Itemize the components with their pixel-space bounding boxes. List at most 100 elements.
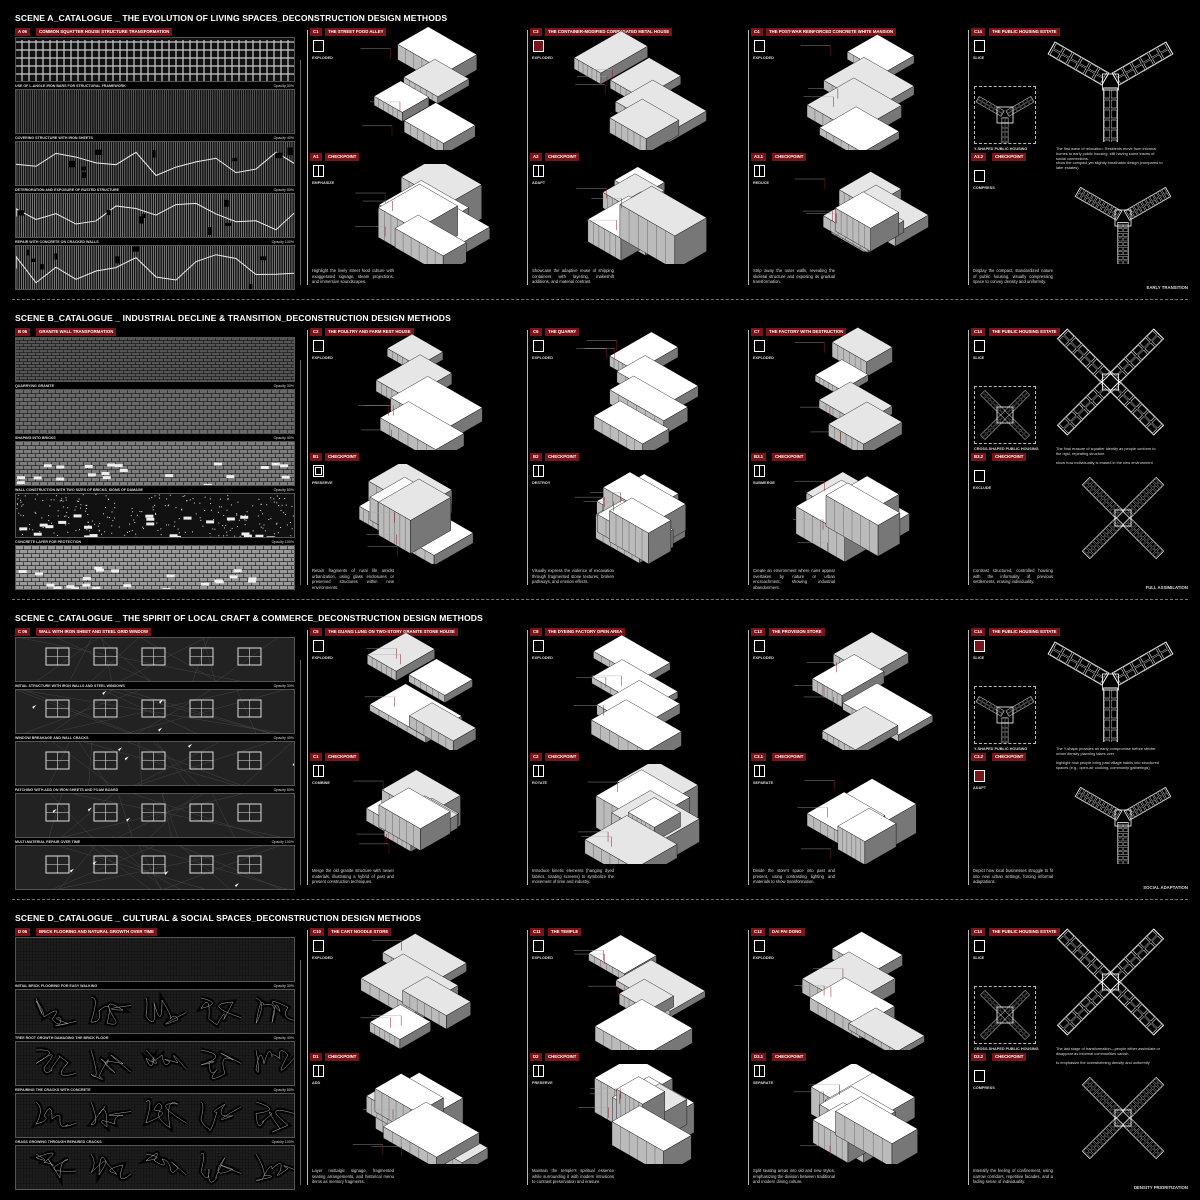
material-strip (15, 637, 295, 682)
exploded-icon (313, 165, 324, 177)
method-label: EXPLODED (312, 956, 333, 960)
housing-wing (979, 1014, 1006, 1041)
building-title: THE QUARRY (545, 328, 580, 336)
column-divider (527, 30, 528, 285)
material-strip (15, 193, 295, 238)
column-divider (307, 630, 308, 885)
combine-icon (313, 765, 324, 777)
housing-wing (1004, 414, 1031, 441)
checkpoint-code: D3.2 (971, 1053, 987, 1061)
housing-wing (1081, 516, 1125, 560)
housing-wing (1056, 928, 1112, 984)
exploded-axonometric-drawing (794, 931, 925, 1050)
scene-title: SCENE D_CATALOGUE _ CULTURAL & SOCIAL SP… (15, 913, 422, 923)
strip-label: DETERIORATION AND EXPOSURE OF RUSTED STR… (15, 188, 120, 192)
plan-drawing (979, 389, 1031, 441)
checkpoint-title: CHECKPOINT (545, 1053, 580, 1061)
checkpoint-title: CHECKPOINT (772, 753, 807, 761)
housing-slice-drawing (1056, 928, 1165, 1036)
housing-wing (1081, 476, 1125, 520)
housing-wing (1004, 389, 1031, 416)
housing-wing (1056, 380, 1112, 436)
method-label: ROTATE (532, 781, 548, 785)
compress-icon (974, 770, 985, 782)
material-strip (15, 493, 295, 538)
method-description: Intensify the feeling of confinement, us… (973, 1168, 1053, 1185)
method-label: ADD (312, 1081, 321, 1085)
checkpoint-code: C1 (310, 753, 322, 761)
housing-wing (1047, 41, 1110, 86)
method-label: REDUCE (753, 181, 770, 185)
method-label: SLICE (973, 56, 985, 60)
method-label: PRESERVE (312, 481, 333, 485)
method-label: EXPLODED (532, 56, 553, 60)
building-title: THE TEMPLE (548, 928, 582, 936)
exploded-icon (754, 340, 765, 352)
housing-wing (975, 96, 1005, 117)
housing-checkpoint-drawing (1081, 1076, 1165, 1160)
add-icon (313, 1065, 324, 1077)
method-label: EMPHASIZE (312, 181, 335, 185)
method-label: DESTROY (532, 481, 551, 485)
material-study-title: WALL WITH IRON SHEET AND STEEL GRID WIND… (36, 628, 152, 636)
strip-opacity: Opacity 50% (273, 1088, 294, 1092)
texture-pattern (16, 938, 294, 981)
strip-opacity: Opacity 100% (271, 540, 294, 544)
texture-pattern (16, 990, 294, 1033)
method-label: ADAPT (532, 181, 546, 185)
method-description: Contrast structured, controlled housing … (973, 568, 1053, 585)
checkpoint-title: CHECKPOINT (325, 453, 360, 461)
housing-checkpoint-drawing (1081, 476, 1165, 560)
building-code: C5 (310, 628, 322, 636)
strip-opacity: Opacity 30% (273, 84, 294, 88)
housing-wing (1056, 980, 1112, 1036)
method-description: Showcase the adaptive reuse of shipping … (532, 268, 614, 285)
exploded-icon (533, 340, 544, 352)
exploded-axonometric-drawing (573, 30, 707, 150)
column-divider (748, 630, 749, 885)
building-title: THE CART NOODLE STORE (328, 928, 392, 936)
building-title: THE POST-WAR REINFORCED CONCRETE WHITE M… (766, 28, 897, 36)
checkpoint-title: CHECKPOINT (772, 453, 807, 461)
compress-icon (974, 470, 985, 482)
material-strip (15, 37, 295, 82)
exploded-icon (533, 640, 544, 652)
strip-opacity: Opacity 40% (273, 736, 294, 740)
column-divider (527, 330, 528, 585)
checkpoint-title: CHECKPOINT (545, 153, 580, 161)
building-code: C7 (751, 328, 763, 336)
exploded-axonometric-drawing (573, 634, 682, 750)
submerge-icon (754, 465, 765, 477)
compress-icon (974, 1070, 985, 1082)
checkpoint-code: A2 (530, 153, 542, 161)
method-label: EXCLUDE (973, 486, 992, 490)
building-title: THE GUANG LUNG ON TWO-STORY GRANITE STON… (325, 628, 458, 636)
method-label: COMBINE (312, 781, 330, 785)
housing-wing (1047, 641, 1110, 686)
housing-code: C14 (971, 928, 985, 936)
checkpoint-title: CHECKPOINT (992, 153, 1027, 161)
checkpoint-code: A1 (310, 153, 322, 161)
strip-opacity: Opacity 30% (273, 984, 294, 988)
strip-opacity: Opacity 40% (273, 436, 294, 440)
strip-opacity: Opacity 40% (273, 136, 294, 140)
checkpoint-code: D3.1 (751, 1053, 767, 1061)
texture-pattern (16, 38, 294, 81)
plan-drawing (975, 96, 1035, 143)
timeline-bracket (300, 660, 301, 885)
texture-pattern (16, 1146, 294, 1189)
checkpoint-axonometric-drawing (352, 1072, 489, 1164)
relocation-note: The last stage of transformation—people … (1056, 1046, 1161, 1057)
method-label: EXPLODED (312, 656, 333, 660)
design-note: highlight how people bring past village … (1056, 760, 1159, 771)
adapt-icon (533, 165, 544, 177)
material-strip (15, 141, 295, 186)
building-code: C13 (751, 628, 765, 636)
checkpoint-axonometric-drawing (578, 764, 700, 864)
material-strip (15, 937, 295, 982)
floor-plan (974, 686, 1036, 744)
texture-pattern (16, 846, 294, 889)
material-strip (15, 689, 295, 734)
method-label: SLICE (973, 656, 985, 660)
method-label: EXPLODED (753, 656, 774, 660)
